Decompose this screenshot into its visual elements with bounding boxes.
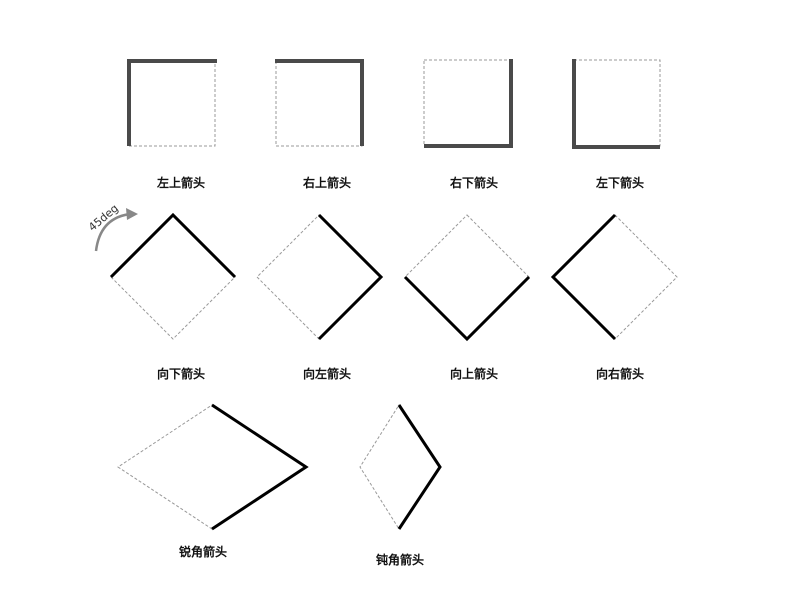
diamond-up-arrow [403,214,531,342]
caption-left: 向左箭头 [302,367,352,381]
caption-down: 向下箭头 [156,367,206,381]
square-top-right-arrow [275,59,364,147]
obtuse-angle-arrow [359,404,442,530]
caption-acute: 锐角箭头 [178,545,228,559]
diamond-left-arrow [256,213,384,341]
diamond-right-arrow [550,213,678,341]
caption-up: 向上箭头 [449,367,499,381]
acute-angle-arrow [117,403,309,531]
square-bottom-right-arrow [423,59,513,148]
caption-bottom-right: 右下箭头 [449,176,499,190]
rotation-arrowhead-icon [126,208,138,220]
caption-top-right: 右上箭头 [302,176,352,190]
caption-top-left: 左上箭头 [156,176,206,190]
caption-bottom-left: 左下箭头 [595,176,645,190]
caption-obtuse: 钝角箭头 [375,553,425,567]
square-top-left-arrow [127,59,217,147]
square-bottom-left-arrow [572,59,661,149]
rotation-arrow-icon [94,212,131,252]
diamond-down-arrow [109,212,237,340]
caption-right: 向右箭头 [595,367,645,381]
